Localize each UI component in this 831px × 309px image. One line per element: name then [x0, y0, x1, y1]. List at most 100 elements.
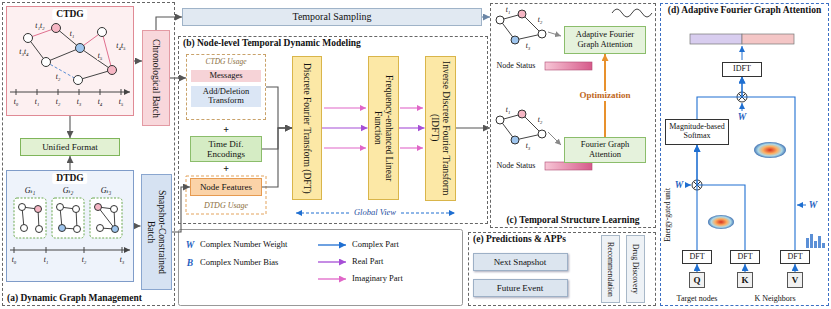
- usage-box: CTDG UsageMessagesAdd/Deletion Transform: [186, 54, 266, 120]
- panel-heading: (b) Node-level Temporal Dynamic Modeling: [183, 38, 361, 48]
- time-label: t₂: [537, 16, 544, 24]
- node-text: CTDG: [52, 9, 87, 20]
- plus-sign: +: [223, 163, 229, 174]
- connector: [399, 127, 425, 128]
- input-box: Q: [689, 272, 705, 288]
- connector: [156, 17, 182, 30]
- connector: [742, 77, 795, 251]
- node-text: Inverse Discrete Fourier Transform (IDFT…: [429, 60, 451, 197]
- legend-text: Complex Part: [352, 240, 399, 249]
- panel: (d) Adaptive Fourier Graph AttentionIDFT…: [660, 3, 829, 306]
- axis-tick: t₄: [97, 98, 104, 106]
- node-text: DFT: [784, 253, 806, 262]
- area-fill: [6, 170, 134, 282]
- process-box: Magnitude-based Softmax: [665, 119, 729, 145]
- axis-tick: t₁: [34, 98, 41, 106]
- time-label: t₂: [55, 73, 62, 81]
- time-label: t₃t₄: [18, 48, 29, 56]
- time-label: t₁t₂: [34, 22, 45, 30]
- node-text: Node Features: [195, 182, 257, 192]
- node-text: DTDG: [52, 173, 87, 184]
- unit-label: Energy-gated unit: [664, 188, 672, 242]
- node-text: K: [740, 275, 750, 285]
- batch-band: Snapshot-Constrained Batch: [141, 174, 172, 290]
- node-text: CTDG Usage: [191, 58, 261, 66]
- view-label: Global View: [351, 208, 399, 217]
- time-label: t₄t₅: [115, 42, 126, 50]
- application-box: Recommendation: [601, 235, 620, 303]
- time-label: t₃: [525, 42, 532, 50]
- axis-tick: t₅: [118, 98, 125, 106]
- bias-symbol: B: [187, 258, 193, 268]
- node-text: Time Dif. Encodings: [195, 139, 257, 159]
- node-text: DFT: [734, 253, 756, 262]
- node-text: Snapshot-Constrained Batch: [145, 178, 167, 286]
- panel-heading: (d) Adaptive Fourier Graph Attention: [664, 5, 825, 15]
- batch-band: Chronological Batch: [142, 30, 170, 126]
- application-box: Drug Discovery: [626, 235, 645, 303]
- node-text: DFT: [686, 253, 708, 262]
- input-box: K: [737, 272, 753, 288]
- output-box: Next Snapshot: [473, 253, 568, 271]
- process-box: Adaptive Fourier Graph Attention: [564, 26, 646, 54]
- panel-heading: (e) Predictions & APPs: [473, 234, 566, 244]
- group-label: K Neighbors: [754, 295, 795, 304]
- weight-symbol: W: [675, 180, 683, 190]
- node-text: Discrete Fourier Transform (DFT): [302, 60, 313, 196]
- connector: [262, 128, 292, 187]
- node-text: Temporal Sampling: [187, 11, 477, 22]
- legend-text: Complex Number Bias: [200, 258, 278, 267]
- input-box: V: [787, 272, 803, 288]
- sampling-bar: Temporal Sampling: [182, 8, 482, 26]
- connector: [696, 264, 697, 272]
- transform-box: Discrete Fourier Transform (DFT): [292, 56, 322, 200]
- process-box: Node Features: [190, 178, 262, 196]
- process-box: IDFT: [722, 62, 762, 77]
- process-box: Unified Format: [20, 138, 120, 156]
- node-text: IDFT: [726, 65, 758, 74]
- transform-box: Inverse Discrete Fourier Transform (IDFT…: [425, 56, 456, 201]
- weight-symbol: W: [738, 112, 746, 122]
- time-label: t₅: [97, 52, 104, 60]
- node-text: Fourier Graph Attention: [569, 140, 641, 159]
- time-label: t₃: [525, 142, 532, 150]
- connector: [266, 87, 292, 128]
- time-label: t₂: [537, 116, 544, 124]
- connector: [794, 264, 795, 272]
- axis-tick: t₂: [55, 98, 62, 106]
- connector: [697, 77, 742, 120]
- connector: [744, 264, 745, 272]
- usage-label: DTDG Usage: [204, 202, 248, 211]
- legend-sample: [318, 261, 346, 262]
- legend-text: Real Part: [352, 257, 383, 266]
- node-text: Future Event: [478, 283, 563, 293]
- axis-tick: t₃: [119, 256, 126, 264]
- snapshot-label: Gₜ₁: [24, 187, 37, 196]
- node-text: Drug Discovery: [631, 239, 640, 299]
- node-text: V: [790, 275, 800, 285]
- plus-sign: +: [223, 124, 229, 135]
- group-label: Target nodes: [677, 295, 718, 304]
- connector: [482, 16, 490, 17]
- legend-sample: [318, 244, 346, 245]
- axis-tick: t₀: [11, 256, 18, 264]
- legend-text: Imaginary Part: [352, 274, 403, 283]
- status-label: Node Status: [497, 162, 536, 171]
- node-text: Chronological Batch: [151, 34, 162, 122]
- node-text: Adaptive Fourier Graph Attention: [569, 30, 641, 49]
- connector: [134, 60, 142, 61]
- process-box: Fourier Graph Attention: [564, 137, 646, 162]
- snapshot-label: Gₜ₃: [100, 187, 113, 196]
- graph-box: CTDG: [6, 6, 134, 116]
- time-label: t₁: [505, 106, 512, 114]
- connector: [697, 145, 745, 250]
- snapshot-label: Gₜ₂: [62, 187, 75, 196]
- node-text: Recommendation: [606, 239, 615, 299]
- node-text: Frequency-enhanced Linear Function: [372, 60, 394, 196]
- area-fill: [6, 6, 134, 116]
- panel: (c) Temporal Structure LearningAdaptive …: [490, 3, 656, 228]
- axis-tick: t₃: [76, 98, 83, 106]
